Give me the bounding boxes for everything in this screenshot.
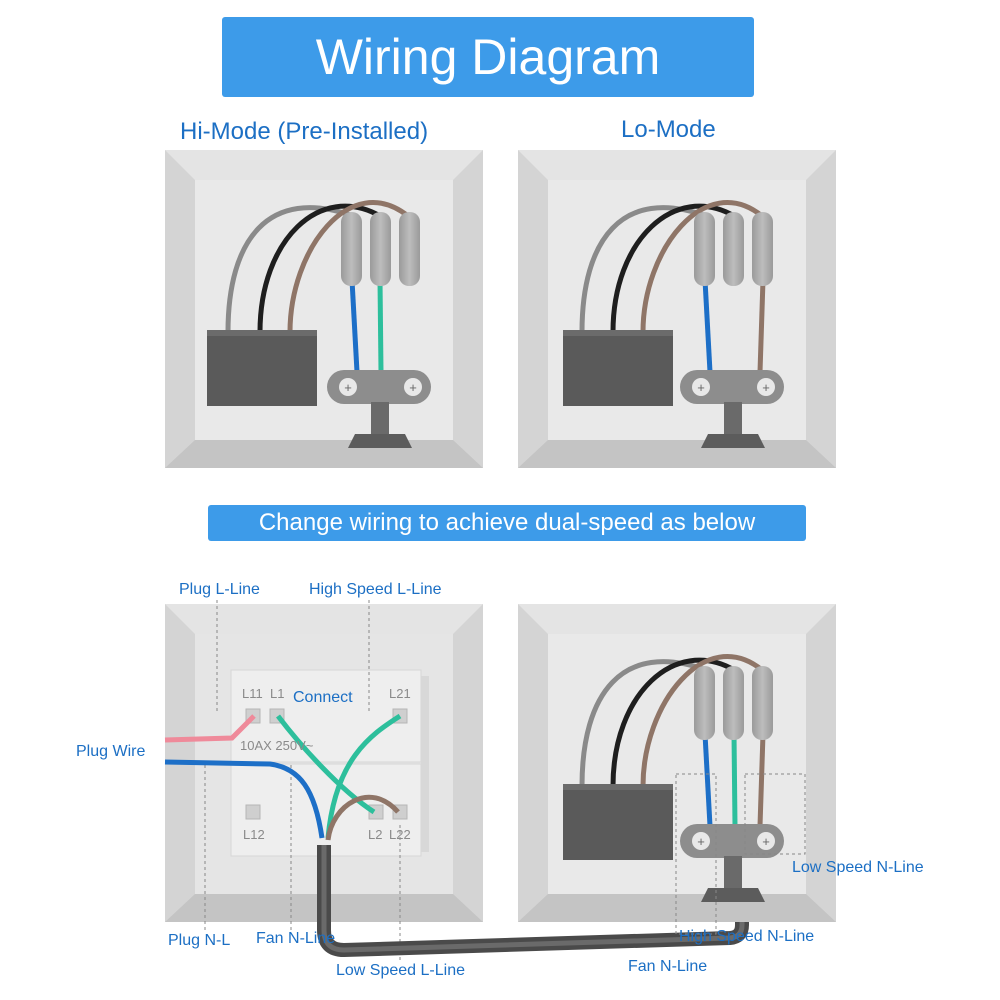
wire-connector <box>399 212 420 286</box>
plug-blue-wire <box>164 759 325 839</box>
brown-wire <box>325 794 400 841</box>
wire-connector <box>370 212 391 286</box>
high-speed-l-line-label: High Speed L-Line <box>309 581 442 598</box>
switch-box <box>164 600 749 960</box>
blue-wire <box>349 279 360 373</box>
terminal-block <box>327 370 431 404</box>
teal-wire <box>377 279 384 373</box>
fan-box: + + <box>518 604 836 935</box>
plug-wire-label: Plug Wire <box>76 743 146 760</box>
connect-label: Connect <box>293 689 353 706</box>
hi-mode-label: Hi-Mode (Pre-Installed) <box>180 118 429 145</box>
terminal-l22-label: L22 <box>389 827 411 842</box>
svg-text:+: + <box>762 834 770 849</box>
svg-text:+: + <box>344 380 352 395</box>
teal-wire <box>276 714 376 815</box>
low-speed-n-line-label: Low Speed N-Line <box>792 859 924 876</box>
switch-module-top <box>230 669 422 763</box>
subtitle-banner: Change wiring to achieve dual-speed as b… <box>208 505 806 541</box>
lo-mode-box: + + <box>518 150 836 468</box>
capacitor <box>207 330 317 406</box>
terminal-l21-label: L21 <box>389 686 411 701</box>
lo-mode-label: Lo-Mode <box>621 116 716 143</box>
page-title: Wiring Diagram <box>315 29 661 85</box>
switch-module-bottom <box>230 763 422 857</box>
svg-text:+: + <box>409 380 417 395</box>
pink-wire <box>164 714 256 743</box>
terminal-l12-label: L12 <box>243 827 265 842</box>
fan-n-line-left-label: Fan N-Line <box>256 930 336 947</box>
plug-l-line-label: Plug L-Line <box>179 581 260 598</box>
title-banner: Wiring Diagram <box>222 17 754 97</box>
teal-wire <box>325 713 402 839</box>
subtitle: Change wiring to achieve dual-speed as b… <box>258 509 756 536</box>
terminal-l1-label: L1 <box>270 686 285 701</box>
terminal-l11-label: L11 <box>242 686 263 701</box>
fan-n-line-bottom-label: Fan N-Line <box>628 958 708 975</box>
brown-wire <box>287 200 410 333</box>
wire-connector <box>341 212 362 286</box>
hi-mode-box: + + <box>165 150 483 468</box>
svg-text:+: + <box>762 380 770 395</box>
switch-rating-label: 10AX 250V~ <box>240 738 314 753</box>
svg-text:+: + <box>697 380 705 395</box>
low-speed-l-line-label: Low Speed L-Line <box>336 962 465 979</box>
high-speed-n-line-label: High Speed N-Line <box>679 928 815 945</box>
svg-text:+: + <box>697 834 705 849</box>
terminal-l2-label: L2 <box>368 827 383 842</box>
plug-n-l-label: Plug N-L <box>168 932 231 949</box>
